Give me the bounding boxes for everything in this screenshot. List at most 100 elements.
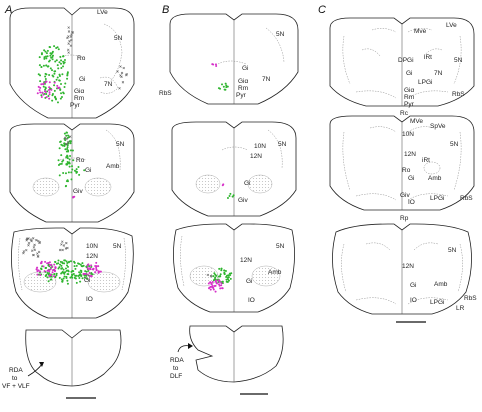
labelled-cell-marker: [37, 239, 40, 243]
labelled-cell-marker: [48, 60, 51, 63]
labelled-cell-marker: [212, 275, 215, 278]
labelled-cell-marker: [40, 267, 43, 270]
labelled-cell-marker: [42, 85, 45, 88]
labelled-cell-marker: [57, 48, 60, 51]
labelled-cell-marker: [215, 282, 218, 285]
labelled-cell-marker: [79, 263, 82, 266]
labelled-cell-marker: [66, 77, 69, 80]
labelled-cell-marker: [69, 260, 72, 263]
labelled-cell-marker: [39, 74, 42, 77]
labelled-cell-marker: [65, 275, 68, 278]
labelled-cell-marker: [60, 264, 63, 267]
labelled-cell-marker: [49, 67, 52, 70]
labelled-cell-marker: [39, 91, 42, 94]
labelled-cell-marker: [55, 262, 58, 265]
labelled-cell-marker: [54, 96, 57, 99]
labelled-cell-marker: [60, 62, 63, 65]
labelled-cell-marker: [116, 70, 119, 73]
labelled-cell-marker: [61, 73, 64, 76]
labelled-cell-marker: [88, 265, 91, 268]
c1-pyr-label: Pyr: [404, 101, 415, 108]
labelled-cell-marker: [207, 282, 210, 285]
c2-5n-label: 5N: [450, 141, 459, 148]
b3-5n-label: 5N: [276, 243, 285, 250]
labelled-cell-marker: [122, 66, 125, 70]
a1-lve-label: LVe: [97, 9, 108, 16]
labelled-cell-marker: [30, 239, 33, 243]
labelled-cell-marker: [99, 270, 102, 273]
labelled-cell-marker: [64, 247, 68, 250]
labelled-cell-marker: [69, 135, 72, 138]
labelled-cell-marker: [59, 263, 62, 266]
labelled-cell-marker: [91, 273, 94, 276]
labelled-cell-marker: [81, 277, 84, 280]
labelled-cell-marker: [65, 142, 68, 146]
labelled-cell-marker: [87, 263, 90, 266]
labelled-cell-marker: [56, 101, 59, 104]
c2-rbs-label: RbS: [460, 195, 473, 202]
a2-amb-label: Amb: [106, 163, 120, 170]
labelled-cell-marker: [63, 275, 66, 278]
labelled-cell-marker: [63, 86, 66, 89]
labelled-cell-marker: [63, 259, 66, 262]
labelled-cell-marker: [206, 273, 210, 277]
labelled-cell-marker: [33, 248, 36, 252]
labelled-cell-marker: [80, 265, 83, 268]
labelled-cell-marker: [66, 154, 69, 157]
labelled-cell-marker: [217, 283, 220, 286]
labelled-cell-marker: [66, 148, 69, 151]
labelled-cell-marker: [68, 158, 71, 161]
labelled-cell-marker: [85, 274, 88, 277]
labelled-cell-marker: [46, 262, 49, 265]
labelled-cell-marker: [226, 197, 229, 200]
labelled-cell-marker: [57, 86, 60, 89]
labelled-cell-marker: [60, 82, 63, 85]
labelled-cell-marker: [44, 260, 47, 263]
labelled-cell-marker: [58, 61, 61, 64]
labelled-cell-marker: [72, 273, 75, 276]
labelled-cell-marker: [45, 73, 48, 76]
labelled-cell-marker: [30, 249, 34, 252]
labelled-cell-marker: [38, 56, 41, 59]
labelled-cell-marker: [71, 276, 74, 279]
labelled-cell-marker: [44, 75, 47, 78]
a-note-line2: to: [12, 375, 18, 382]
a2-5n-label: 5N: [116, 141, 125, 148]
labelled-cell-marker: [44, 90, 47, 93]
labelled-cell-marker: [48, 91, 51, 94]
panel-c-section-2: Rc MVe SpVe 10N 12N iRt 5N Ro Gi Amb Giv…: [329, 110, 475, 222]
labelled-cell-marker: [48, 45, 51, 48]
labelled-cell-marker: [225, 278, 228, 281]
labelled-cell-marker: [51, 69, 54, 72]
labelled-cell-marker: [95, 266, 98, 269]
labelled-cell-marker: [39, 80, 42, 83]
labelled-cell-marker: [72, 159, 75, 162]
b2-12n-label: 12N: [250, 153, 262, 160]
labelled-cell-marker: [42, 82, 45, 85]
labelled-cell-marker: [62, 65, 65, 68]
panel-a-section-3: 10N 12N Gi IO 5N: [11, 227, 134, 319]
c2-lpgi-label: LPGi: [430, 195, 444, 202]
labelled-cell-marker: [85, 270, 88, 273]
c1-mve-label: Mve: [414, 28, 427, 35]
labelled-cell-marker: [232, 194, 235, 197]
labelled-cell-marker: [97, 270, 100, 273]
b2-10n-label: 10N: [254, 143, 266, 150]
labelled-cell-marker: [40, 94, 43, 97]
labelled-cell-marker: [57, 164, 60, 167]
labelled-cell-marker: [69, 149, 72, 152]
labelled-cell-marker: [79, 280, 82, 283]
labelled-cell-marker: [80, 271, 83, 274]
labelled-cell-marker: [53, 273, 56, 276]
labelled-cell-marker: [50, 53, 53, 56]
labelled-cell-marker: [44, 50, 47, 53]
labelled-cell-marker: [52, 269, 55, 272]
a-note-line3: VF + VLF: [2, 383, 30, 390]
labelled-cell-marker: [68, 165, 71, 168]
labelled-cell-marker: [94, 264, 97, 267]
labelled-cell-marker: [25, 239, 28, 242]
labelled-cell-marker: [119, 65, 122, 68]
labelled-cell-marker: [48, 93, 51, 96]
a1-gia-label: Giα: [74, 88, 85, 95]
labelled-cell-marker: [67, 265, 70, 268]
